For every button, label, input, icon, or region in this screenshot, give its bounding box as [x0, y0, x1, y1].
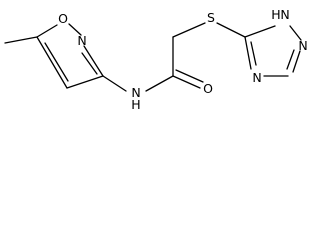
- bond-c5-n1: [244, 25, 276, 38]
- bond-ch2-s: [172, 22, 206, 38]
- atom-carbonyl-o: O: [203, 81, 213, 96]
- atom-triazole-n2: N: [298, 38, 307, 53]
- bond-c5-o1: [36, 24, 58, 38]
- bond-nh-carbonyl: [145, 75, 174, 92]
- bond-n4-c5-outer: [244, 36, 252, 70]
- bond-n4-c5-inner: [250, 41, 257, 66]
- bond-c3-nh: [102, 75, 127, 92]
- bond-n2-c3-outer-tri: [292, 50, 301, 73]
- bond-n2-c3-inner-tri: [286, 49, 295, 70]
- atom-triazole-n4: N: [252, 70, 261, 85]
- atom-thio-s: S: [207, 10, 215, 25]
- atom-isoxazole-n: N: [77, 33, 86, 48]
- atom-isoxazole-o: O: [58, 11, 68, 26]
- bond-n1-n2: [289, 25, 302, 41]
- bond-c4-c5-inner: [44, 42, 69, 82]
- bond-methyl-c5: [4, 36, 38, 44]
- atom-triazole-n1: N: [280, 7, 289, 22]
- atom-triazole-h: H: [271, 7, 280, 22]
- bonds: [4, 22, 302, 92]
- atom-amide-n: N: [131, 85, 140, 100]
- bond-s-c5: [216, 22, 246, 38]
- bond-o1-n2: [68, 23, 82, 36]
- bond-c3-c4: [66, 75, 104, 89]
- structure-diagram: O N N H O S H N N N: [4, 7, 308, 112]
- bond-n2-c3-inner: [81, 52, 98, 75]
- atom-labels: O N N H O S H N N N: [58, 7, 308, 112]
- bond-c-o-1: [172, 75, 201, 89]
- atom-amide-h: H: [131, 97, 140, 112]
- bond-n2-c3-outer: [83, 45, 104, 77]
- bond-c-o-2: [175, 69, 204, 83]
- bond-c4-c5-outer: [36, 36, 68, 89]
